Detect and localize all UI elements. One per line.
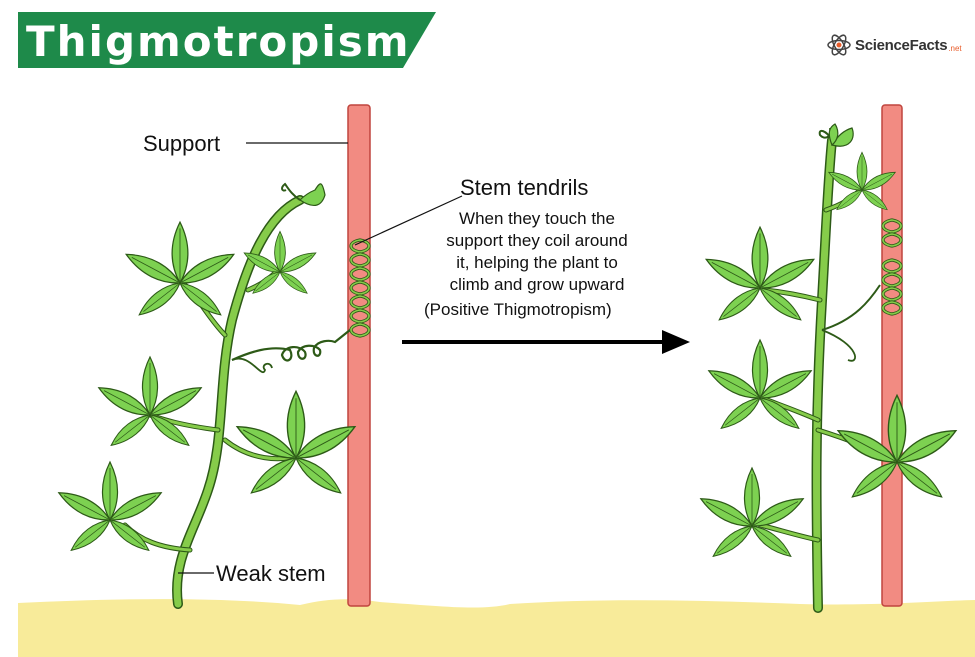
weak-stem-label: Weak stem (216, 561, 326, 586)
soil-ground (18, 599, 975, 657)
leaf-cluster (95, 357, 204, 450)
brand-name: ScienceFacts (855, 36, 948, 54)
stem-tendrils-label: Stem tendrils (460, 175, 589, 200)
support-label: Support (143, 131, 221, 156)
tendril-right (821, 284, 881, 331)
leaf-cluster (123, 222, 238, 320)
stem-tip-right (818, 123, 854, 147)
positive-thigmotropism-label: (Positive Thigmotropism) (424, 300, 612, 319)
page-title: Thigmotropism (26, 17, 411, 66)
description-line: support they coil around (446, 231, 628, 250)
leaf-cluster (705, 340, 814, 433)
leaf-cluster (233, 391, 359, 498)
tendrils-leader-line (354, 195, 463, 246)
description-line: it, helping the plant to (456, 253, 618, 272)
stem-tip-left (281, 182, 326, 207)
weak-stem-left (172, 195, 305, 609)
leaf-cluster (703, 227, 818, 325)
tendril-spiral-left (231, 329, 351, 362)
brand-logo: ScienceFacts .net (826, 32, 962, 58)
support-stake-left (347, 104, 371, 607)
atom-icon (827, 34, 851, 56)
title-banner: Thigmotropism (18, 12, 436, 68)
stem-right (811, 135, 837, 613)
leaf-cluster (697, 468, 806, 561)
description-text: When they touch the support they coil ar… (412, 208, 662, 296)
description-line: When they touch the (459, 209, 615, 228)
brand-tld: .net (948, 43, 962, 53)
description-line: climb and grow upward (449, 275, 625, 294)
growth-arrow (402, 330, 690, 354)
